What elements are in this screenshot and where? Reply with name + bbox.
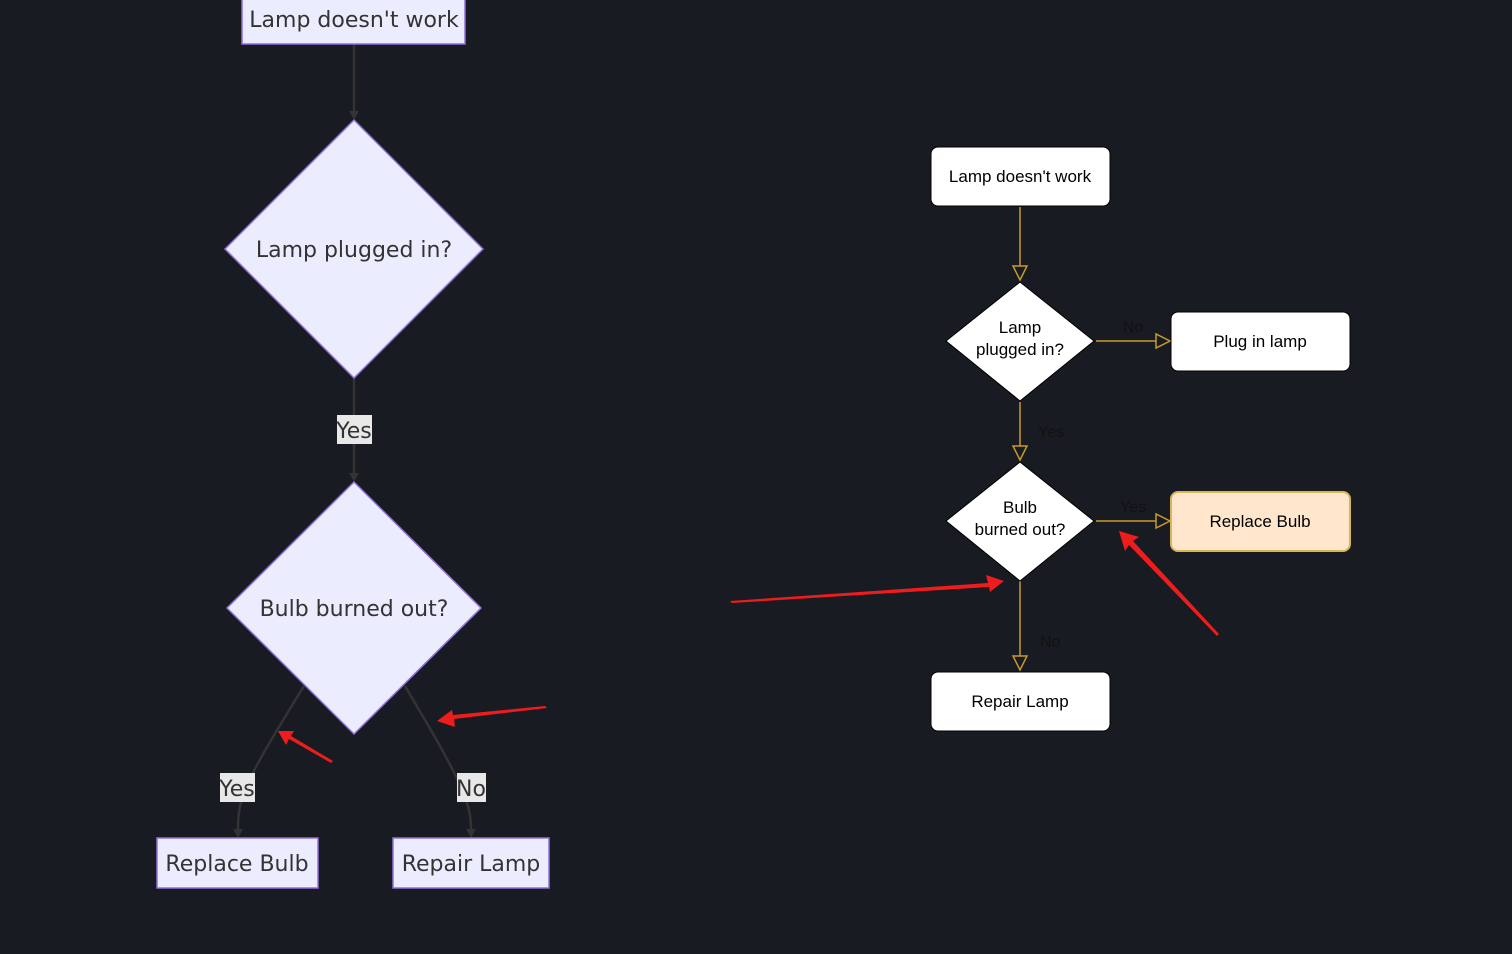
left-edge-label-burned-yes: Yes: [218, 773, 255, 802]
node-label-line1: Lamp: [999, 318, 1042, 337]
annotation-arrow-right: [1119, 531, 1219, 636]
node-box: [930, 671, 1111, 732]
right-arrowhead-burned: [1011, 445, 1029, 462]
right-node-lamp-doesnt-work: Lamp doesn't work: [930, 146, 1111, 207]
right-node-bulb-burned-out: Bulb burned out?: [945, 461, 1095, 582]
decision-diamond: [225, 480, 483, 736]
node-box: [156, 837, 319, 889]
decision-diamond: [945, 281, 1095, 402]
left-edge-burned-to-replace: [236, 685, 306, 831]
left-arrowhead-replace: [233, 829, 243, 838]
edge-label-text: No: [456, 777, 486, 802]
edge-label-bg: [220, 773, 255, 802]
right-edge-label-plugged-yes: Yes: [1038, 424, 1064, 441]
annotation-arrow-left-no: [437, 706, 547, 727]
right-node-repair-lamp: Repair Lamp: [930, 671, 1111, 732]
left-edge-label-burned-no: No: [456, 773, 486, 802]
left-node-repair-lamp: Repair Lamp: [392, 837, 550, 889]
right-arrowhead-repair: [1011, 655, 1029, 672]
node-label: Replace Bulb: [165, 852, 308, 877]
right-arrowhead-replace: [1155, 512, 1172, 530]
node-label: Lamp plugged in?: [256, 238, 452, 263]
decision-diamond: [945, 461, 1095, 582]
node-label: Plug in lamp: [1213, 332, 1307, 351]
annotation-arrow-left-yes: [278, 731, 333, 763]
left-node-replace-bulb: Replace Bulb: [156, 837, 319, 889]
right-arrowhead-plug-in: [1155, 332, 1172, 350]
right-flowchart: No Yes Yes No Lamp doesn't work Lamp plu…: [930, 146, 1351, 732]
node-label: Repair Lamp: [971, 692, 1068, 711]
edge-label-text: Yes: [335, 419, 372, 444]
node-label: Bulb burned out?: [260, 597, 449, 622]
node-label: Lamp doesn't work: [949, 167, 1092, 186]
edge-label-text: Yes: [218, 777, 255, 802]
left-node-bulb-burned-out: Bulb burned out?: [225, 480, 483, 736]
left-edge-burned-to-repair: [403, 685, 473, 831]
node-box: [930, 146, 1111, 207]
right-edge-label-burned-yes: Yes: [1120, 499, 1146, 516]
left-edge-label-plugged-yes: Yes: [335, 415, 372, 444]
node-label: Lamp doesn't work: [249, 8, 459, 33]
node-label-line2: plugged in?: [976, 340, 1064, 359]
annotation-arrows: [278, 531, 1219, 763]
annotation-arrow-long: [730, 575, 1004, 603]
right-edge-label-burned-no: No: [1040, 634, 1061, 651]
right-edge-label-plugged-no: No: [1123, 319, 1144, 336]
left-arrowhead-repair: [466, 829, 476, 838]
node-label-line2: burned out?: [975, 520, 1066, 539]
right-arrowhead-plugged: [1011, 265, 1029, 282]
left-flowchart: Yes Yes No Lamp doesn't work Lamp plugge…: [156, 0, 550, 889]
edge-label-bg: [457, 773, 486, 802]
node-label-line1: Bulb: [1003, 498, 1037, 517]
node-label: Replace Bulb: [1209, 512, 1310, 531]
node-box: [392, 837, 550, 889]
left-node-lamp-plugged-in: Lamp plugged in?: [223, 118, 485, 380]
right-node-lamp-plugged-in: Lamp plugged in?: [945, 281, 1095, 402]
left-arrowhead-plugged: [349, 111, 359, 120]
right-node-plug-in-lamp: Plug in lamp: [1170, 311, 1351, 372]
left-arrowhead-burned: [349, 473, 359, 482]
right-node-replace-bulb: Replace Bulb: [1170, 491, 1351, 552]
node-box: [241, 0, 466, 45]
edge-label-bg: [337, 415, 372, 444]
node-label: Repair Lamp: [402, 852, 541, 877]
node-box: [1170, 311, 1351, 372]
decision-diamond: [223, 118, 485, 380]
node-box-highlighted: [1170, 491, 1351, 552]
left-node-lamp-doesnt-work: Lamp doesn't work: [241, 0, 466, 45]
